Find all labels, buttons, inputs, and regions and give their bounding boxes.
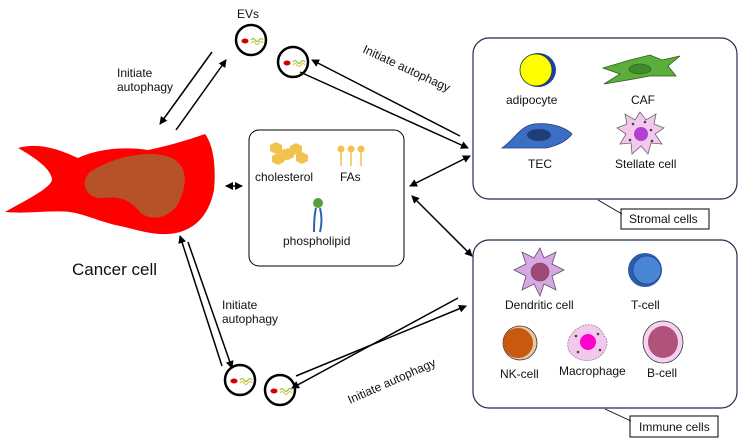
evs-label: EVs <box>237 7 259 21</box>
initiate-autophagy-label-bottom-right: Initiate autophagy <box>346 355 438 406</box>
ev-vesicle <box>263 373 297 407</box>
nk-cell-label: NK-cell <box>500 367 539 381</box>
cholesterol-label: cholesterol <box>255 170 313 184</box>
arrow-to-immune <box>295 304 467 377</box>
macrophage-icon <box>567 324 608 361</box>
macrophage-label: Macrophage <box>559 364 626 378</box>
evs-top: EVs <box>234 7 310 79</box>
caf-icon <box>601 54 681 85</box>
tec-label: TEC <box>528 157 552 171</box>
fatty-acids-label: FAs <box>340 170 361 184</box>
stromal-cells-label: Stromal cells <box>629 212 698 226</box>
cancer-cell-nucleus <box>84 153 185 218</box>
arrow-to-evs-bottom <box>187 241 234 369</box>
immune-cells-label: Immune cells <box>639 420 710 434</box>
arrow-to-evs-from-stromal <box>311 59 461 137</box>
stellate-cell-label: Stellate cell <box>615 157 676 171</box>
initiate-autophagy-label-left-bottom-line1: Initiate <box>222 298 258 312</box>
stromal-cells-tag <box>620 208 710 230</box>
arrow-to-evs-top <box>175 59 227 131</box>
adipocyte-label: adipocyte <box>506 93 558 107</box>
arrows <box>159 51 473 389</box>
arrow-lipids-stromal <box>409 155 471 187</box>
arrow-to-stromal <box>299 71 469 149</box>
arrow-to-cancer-bottom <box>178 235 223 367</box>
cholesterol-icon <box>270 142 308 165</box>
arrow-lipids-immune <box>411 195 473 257</box>
ev-vesicle <box>223 363 257 397</box>
initiate-autophagy-label-left-top-line2: autophagy <box>117 80 173 94</box>
dendritic-cell-label: Dendritic cell <box>505 298 574 312</box>
dendritic-cell-icon <box>513 247 565 298</box>
stromal-box: adipocyte CAF TEC Stellate cell Stromal … <box>472 37 738 230</box>
stellate-cell-icon <box>616 111 665 155</box>
ev-vesicle <box>234 23 268 57</box>
t-cell-label: T-cell <box>631 298 660 312</box>
b-cell-label: B-cell <box>647 366 677 380</box>
lipids-box: cholesterol FAs phospholipid <box>248 129 405 267</box>
phospholipid-icon <box>313 198 323 233</box>
t-cell-icon <box>628 253 662 287</box>
fatty-acids-icon <box>337 145 365 166</box>
initiate-autophagy-label-left-top-line1: Initiate <box>117 66 153 80</box>
b-cell-icon <box>642 320 684 364</box>
initiate-autophagy-label-left-bottom-line2: autophagy <box>222 312 278 326</box>
caf-label: CAF <box>631 93 655 107</box>
cancer-cell-label: Cancer cell <box>72 260 157 279</box>
nk-cell-icon <box>502 325 538 361</box>
tec-icon <box>500 123 573 149</box>
cancer-cell: Cancer cell <box>5 134 215 279</box>
initiate-autophagy-label-top-right: Initiate autophagy <box>361 42 453 95</box>
phospholipid-label: phospholipid <box>283 234 350 248</box>
immune-box: Dendritic cell T-cell NK-cell Macrophage… <box>472 239 738 438</box>
immune-cells-tag <box>629 415 719 438</box>
arrow-to-cancer-top <box>159 51 213 125</box>
adipocyte-icon <box>519 53 556 87</box>
ev-vesicle <box>276 45 310 79</box>
arrow-to-evs-from-immune <box>291 297 459 389</box>
evs-bottom <box>223 363 297 407</box>
